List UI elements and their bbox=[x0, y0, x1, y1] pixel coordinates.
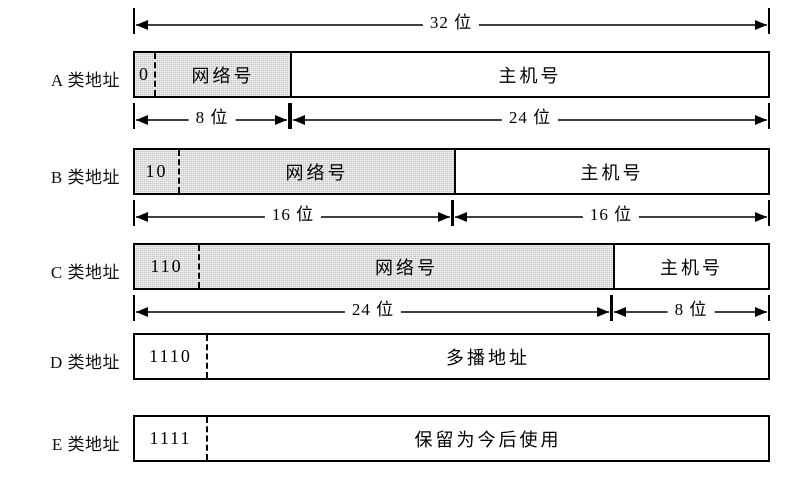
field-network-id-class-b-text: 网络号 bbox=[285, 162, 349, 183]
row-label-class-e: E 类地址 bbox=[51, 435, 120, 454]
prefix-bits-class-a-text: 0 bbox=[139, 64, 150, 84]
field-host-id-class-b: 主机号 bbox=[454, 150, 768, 193]
dimension-class-b-network: 16 位 bbox=[133, 200, 453, 226]
prefix-bits-class-e-text: 1111 bbox=[149, 428, 192, 448]
dimension-class-a-host: 24 位 bbox=[290, 103, 770, 129]
row-label-class-c: C 类地址 bbox=[50, 263, 120, 282]
prefix-bits-class-c: 110 bbox=[135, 245, 200, 288]
bar-class-a: 0 网络号 主机号 bbox=[133, 51, 770, 98]
dimension-class-c-network-label: 24 位 bbox=[344, 295, 402, 320]
dimension-class-b-host: 16 位 bbox=[452, 200, 770, 226]
dimension-class-c-host: 8 位 bbox=[611, 295, 770, 321]
dimension-class-c-network: 24 位 bbox=[133, 295, 612, 321]
prefix-bits-class-b: 10 bbox=[135, 150, 180, 193]
field-network-id-class-a: 网络号 bbox=[156, 53, 290, 96]
dimension-class-a-host-label: 24 位 bbox=[501, 103, 559, 128]
dimension-class-a-network: 8 位 bbox=[133, 103, 290, 129]
prefix-bits-class-d-text: 1110 bbox=[149, 346, 192, 366]
bar-class-e: 1111 保留为今后使用 bbox=[133, 415, 770, 462]
prefix-bits-class-d: 1110 bbox=[135, 335, 208, 378]
row-label-class-a: A 类地址 bbox=[50, 71, 120, 90]
prefix-bits-class-c-text: 110 bbox=[150, 256, 183, 276]
field-host-id-class-b-text: 主机号 bbox=[580, 162, 644, 183]
field-host-id-class-a: 主机号 bbox=[290, 53, 768, 96]
field-network-id-class-c-text: 网络号 bbox=[375, 257, 438, 278]
dimension-class-b-network-label: 16 位 bbox=[264, 200, 322, 225]
dimension-total-32-bits: 32 位 bbox=[133, 8, 770, 34]
row-label-class-d: D 类地址 bbox=[49, 353, 120, 372]
field-host-id-class-c: 主机号 bbox=[613, 245, 768, 288]
prefix-bits-class-e: 1111 bbox=[135, 417, 208, 460]
field-multicast-address-class-d: 多播地址 bbox=[208, 335, 768, 378]
bar-class-d: 1110 多播地址 bbox=[133, 333, 770, 380]
field-network-id-class-b: 网络号 bbox=[180, 150, 454, 193]
bar-class-b: 10 网络号 主机号 bbox=[133, 148, 770, 195]
field-reserved-class-e-text: 保留为今后使用 bbox=[414, 429, 562, 450]
prefix-bits-class-a: 0 bbox=[135, 53, 156, 96]
prefix-bits-class-b-text: 10 bbox=[145, 161, 168, 181]
dimension-class-b-host-label: 16 位 bbox=[582, 200, 640, 225]
field-reserved-class-e: 保留为今后使用 bbox=[208, 417, 768, 460]
field-network-id-class-a-text: 网络号 bbox=[191, 65, 255, 86]
field-multicast-address-class-d-text: 多播地址 bbox=[446, 347, 530, 368]
field-network-id-class-c: 网络号 bbox=[200, 245, 613, 288]
field-host-id-class-a-text: 主机号 bbox=[498, 65, 562, 86]
field-host-id-class-c-text: 主机号 bbox=[660, 257, 723, 278]
dimension-class-a-network-label: 8 位 bbox=[188, 103, 236, 128]
dimension-total-32-bits-label: 32 位 bbox=[422, 8, 480, 33]
row-label-class-b: B 类地址 bbox=[50, 168, 120, 187]
bar-class-c: 110 网络号 主机号 bbox=[133, 243, 770, 290]
dimension-class-c-host-label: 8 位 bbox=[667, 295, 715, 320]
